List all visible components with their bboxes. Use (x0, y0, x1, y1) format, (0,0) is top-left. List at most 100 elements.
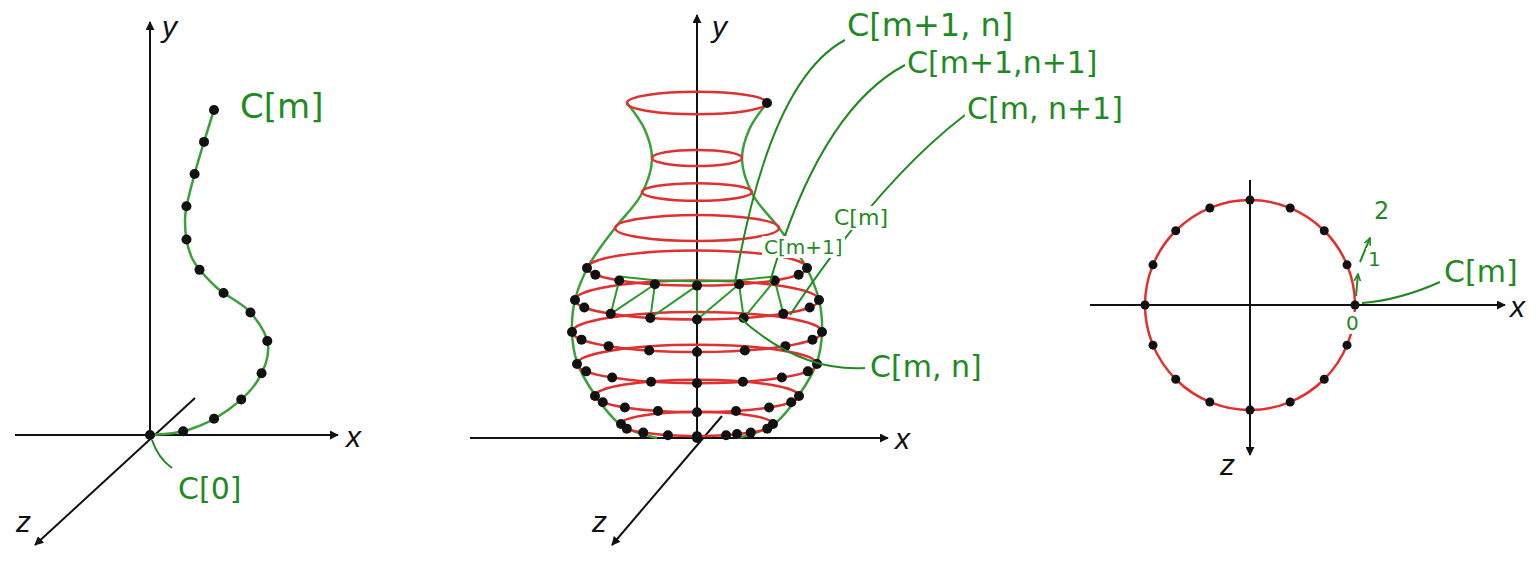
surface-point (581, 366, 591, 376)
cross-section-ring (615, 215, 779, 241)
point-label: C[m, n+1] (965, 92, 1125, 125)
profile-point (236, 394, 246, 404)
surface-point (764, 403, 774, 413)
axis-label: z (1218, 448, 1237, 481)
point-label: C[m] (1442, 255, 1520, 288)
profile-point (145, 430, 155, 440)
surface-point (650, 279, 660, 289)
circle-point (1286, 203, 1295, 212)
surface-point (746, 428, 756, 438)
curve-label: C[m] (238, 88, 325, 125)
surface-point (738, 377, 748, 387)
surface-point (794, 391, 804, 401)
surface-point (803, 366, 813, 376)
cross-section-circle (1145, 200, 1355, 410)
mesh-edge (619, 276, 655, 280)
circle-point (1320, 226, 1329, 235)
circle-point (1148, 260, 1157, 269)
mesh-edge (697, 280, 739, 281)
circle-point (1148, 341, 1157, 350)
axis-label: z (590, 505, 609, 538)
profile-points (145, 105, 272, 440)
surface-point (616, 419, 626, 429)
circle-point (1246, 196, 1255, 205)
profile-point (199, 137, 209, 147)
surface-point (607, 373, 617, 383)
surface-point (692, 315, 702, 325)
axis-label: x (893, 422, 912, 455)
mesh-edge (739, 276, 775, 280)
surface-point (692, 281, 702, 291)
surface-point (762, 424, 772, 434)
profile-point (178, 426, 188, 436)
axis-label: x (344, 420, 363, 453)
axes-right (1090, 180, 1505, 455)
circle-point (1205, 203, 1214, 212)
surface-point (644, 345, 654, 355)
surface-point (817, 327, 827, 337)
surface-point (721, 430, 731, 440)
profile-point (209, 414, 219, 424)
surface-point (786, 397, 796, 407)
mesh-edge (650, 286, 697, 318)
mesh-edge (696, 286, 698, 320)
axes-left (15, 22, 338, 545)
surface-point (778, 309, 788, 319)
surface-point (579, 302, 589, 312)
circle-point (1320, 375, 1329, 384)
profile-point (257, 368, 267, 378)
surface-point (692, 347, 702, 357)
circle-point (1205, 398, 1214, 407)
axis-label: x (1508, 290, 1527, 323)
circle-point (1246, 406, 1255, 415)
index-label: 2 (1372, 198, 1391, 224)
point-label: C[m+1,n+1] (905, 46, 1100, 79)
vase-surface (567, 92, 827, 443)
mesh-edge (744, 280, 775, 318)
surface-point (590, 391, 600, 401)
axes-middle (470, 15, 888, 545)
surface-point (762, 98, 772, 108)
surface-point (604, 341, 614, 351)
profile-point (262, 336, 272, 346)
surface-point (692, 378, 702, 388)
mesh-edge (655, 280, 697, 281)
index-arrows (1356, 238, 1440, 303)
circle-point (1286, 398, 1295, 407)
mesh-edge (611, 280, 619, 313)
profile-curve (150, 110, 268, 435)
profile-point (190, 169, 200, 179)
surface-point (663, 430, 673, 440)
circle-point (1171, 375, 1180, 384)
surface-point (590, 270, 600, 280)
surface-point (572, 359, 582, 369)
point-label: C[m, n] (868, 350, 984, 383)
ring-label: C[m+1] (762, 236, 845, 258)
surface-point (620, 403, 630, 413)
surface-point (645, 313, 655, 323)
surface-point (740, 345, 750, 355)
surface-point (638, 428, 648, 438)
surface-point (606, 309, 616, 319)
mesh-edge (650, 284, 655, 318)
surface-point (777, 373, 787, 383)
circle-point (1141, 301, 1150, 310)
circle-point (1343, 260, 1352, 269)
surface-point (614, 275, 624, 285)
surface-point (570, 295, 580, 305)
surface-point (805, 302, 815, 312)
vase-silhouette (737, 103, 822, 438)
surface-point (577, 335, 587, 345)
surface-point (598, 397, 608, 407)
circle-point (1351, 301, 1360, 310)
index-label: 0 (1344, 312, 1361, 334)
point-label: C[m+1, n] (845, 8, 1015, 43)
circle-point (1343, 341, 1352, 350)
mesh-edge (697, 284, 739, 319)
mesh-edge (739, 284, 744, 318)
profile-point (181, 201, 191, 211)
surface-point (567, 327, 577, 337)
leader-line (152, 440, 172, 468)
axis-label: y (160, 10, 179, 43)
